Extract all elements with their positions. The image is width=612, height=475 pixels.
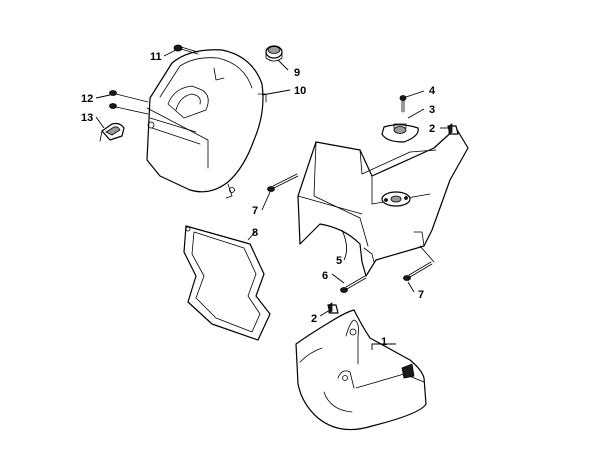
- screw-7-right: [403, 261, 433, 281]
- lower-cover: [295, 309, 427, 431]
- callout-5: 5: [336, 255, 342, 267]
- callout-13: 13: [81, 112, 93, 124]
- screw-11: [173, 44, 199, 55]
- flange-gasket: [381, 123, 419, 143]
- callout-2-upper: 2: [429, 123, 435, 135]
- clip-lower: [327, 302, 339, 314]
- callout-7-left: 7: [252, 205, 258, 217]
- callout-8: 8: [252, 227, 258, 239]
- callout-12: 12: [81, 93, 93, 105]
- callout-10: 10: [294, 85, 306, 97]
- callout-9: 9: [294, 67, 300, 79]
- clip-upper: [447, 123, 459, 135]
- callout-7-right: 7: [418, 289, 424, 301]
- callouts: 1 2 2 3 4 5 6 7 7 8 9 10 11 12 13: [81, 51, 436, 348]
- leader-lines: [95, 49, 448, 350]
- screw-6: [340, 275, 367, 293]
- callout-1: 1: [381, 336, 387, 348]
- callout-2-lower: 2: [311, 313, 317, 325]
- gasket: [183, 225, 271, 341]
- screw-12: [109, 90, 149, 115]
- clamp: [99, 122, 125, 142]
- grommet: [265, 45, 283, 62]
- callout-6: 6: [322, 270, 328, 282]
- fan-housing: [146, 49, 267, 199]
- callout-4: 4: [429, 85, 436, 97]
- callout-11: 11: [150, 51, 162, 63]
- screw-7-left: [267, 173, 299, 192]
- shroud: [297, 127, 469, 277]
- screw-4: [399, 95, 407, 113]
- callout-3: 3: [429, 104, 435, 116]
